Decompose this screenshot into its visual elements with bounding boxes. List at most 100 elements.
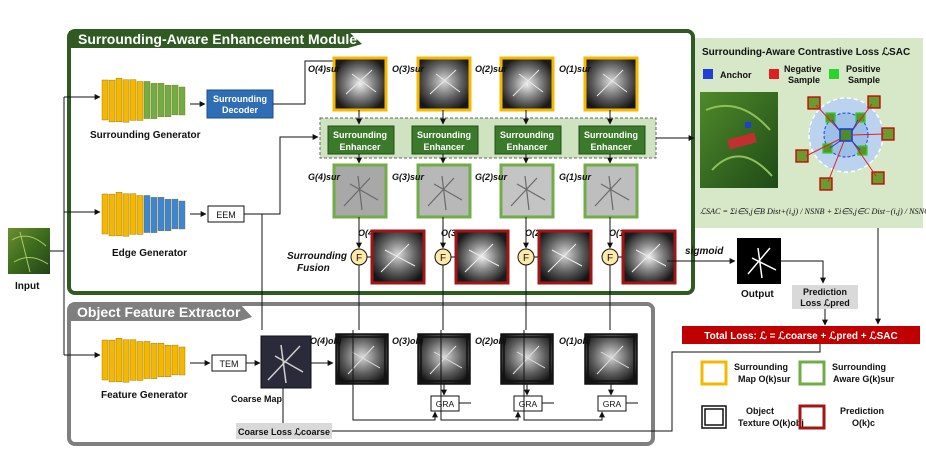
surrounding-enhancement-module: Surrounding-Aware Enhancement Module — [67, 29, 695, 295]
gra-block: GRA — [513, 395, 543, 412]
generator-layer — [108, 339, 116, 383]
o-sur-label: O(4)sur — [308, 64, 341, 74]
gra-block: GRA — [597, 395, 627, 412]
o-obj-label: O(1)obj — [559, 336, 591, 346]
generator-layer — [143, 341, 151, 379]
generator-layer — [157, 83, 165, 117]
svg-text:Surrounding: Surrounding — [417, 130, 471, 140]
output-image: Output — [737, 238, 781, 300]
svg-text:F: F — [356, 253, 362, 264]
o-c-label: O(2)c — [525, 228, 548, 238]
o-obj-label: O(3)obj — [392, 336, 424, 346]
svg-text:Coarse Map: Coarse Map — [231, 394, 283, 404]
svg-text:Negative: Negative — [784, 64, 822, 74]
o-c-label: O(4)c — [358, 228, 381, 238]
svg-text:Enhancer: Enhancer — [506, 142, 548, 152]
svg-text:Coarse Loss ℒcoarse: Coarse Loss ℒcoarse — [238, 427, 330, 437]
legend: Surrounding Map O(k)sur Surrounding Awar… — [700, 360, 895, 430]
svg-text:Surrounding: Surrounding — [734, 362, 788, 372]
g-sur-label: G(1)sur — [559, 172, 592, 182]
surrounding-map — [416, 56, 472, 112]
g-sur-label: G(2)sur — [475, 172, 508, 182]
generator-layer — [150, 83, 158, 119]
generator-layer — [164, 198, 172, 232]
surrounding-aware-feature — [332, 163, 388, 219]
fusion-node: F — [517, 248, 535, 266]
svg-text:Anchor: Anchor — [720, 70, 752, 80]
svg-text:EEM: EEM — [216, 210, 236, 220]
svg-text:Surrounding: Surrounding — [584, 130, 638, 140]
o-sur-label: O(2)sur — [475, 64, 508, 74]
surrounding-map — [332, 56, 388, 112]
svg-text:Total Loss: ℒ = ℒcoarse + ℒpre: Total Loss: ℒ = ℒcoarse + ℒpred + ℒSAC — [704, 331, 897, 342]
fusion-node: F — [601, 248, 619, 266]
generator-layer — [164, 84, 172, 118]
svg-text:Prediction: Prediction — [840, 406, 884, 416]
generator-layer — [150, 343, 158, 379]
svg-text:Aware G(k)sur: Aware G(k)sur — [833, 374, 895, 384]
object-texture-map — [500, 333, 554, 385]
input-image: Input — [8, 228, 50, 292]
svg-text:Texture O(k)obj: Texture O(k)obj — [738, 418, 804, 428]
generator-layer — [150, 197, 158, 233]
generator-layer — [122, 79, 130, 123]
g-sur-label: G(3)sur — [392, 172, 425, 182]
svg-text:F: F — [440, 253, 446, 264]
svg-text:Surrounding: Surrounding — [213, 94, 267, 104]
object-texture-map — [335, 333, 389, 385]
svg-text:F: F — [523, 253, 529, 264]
generator-layer — [101, 339, 109, 381]
svg-text:Surrounding: Surrounding — [333, 130, 387, 140]
stage-columns: O(4)surSurroundingEnhancerG(4)surO(4)cFO… — [308, 56, 677, 421]
surrounding-map — [583, 56, 639, 112]
sac-formula: ℒSAC = Σi∈S,j∈B Dist+(i,j) / NSNB + Σi∈S… — [700, 207, 926, 216]
generator-layer — [178, 86, 186, 116]
ofe-title: Object Feature Extractor — [77, 304, 241, 320]
surrounding-decoder: Surrounding Decoder — [206, 89, 274, 119]
generator-layer — [101, 79, 109, 121]
generator-layer — [122, 339, 130, 383]
generator-layer — [122, 193, 130, 237]
sem-title: Surrounding-Aware Enhancement Module — [78, 31, 357, 47]
svg-text:GRA: GRA — [519, 399, 538, 409]
object-texture-map — [584, 333, 638, 385]
total-loss: Total Loss: ℒ = ℒcoarse + ℒpred + ℒSAC — [682, 326, 920, 344]
generator-layer — [171, 198, 179, 230]
generator-layer — [171, 344, 179, 376]
sac-loss-panel: Surrounding-Aware Contrastive Loss ℒSAC … — [695, 38, 926, 228]
svg-text:Surrounding: Surrounding — [832, 362, 886, 372]
surrounding-fusion-label: Surrounding — [287, 251, 347, 262]
generator-layer — [157, 197, 165, 231]
surrounding-aware-feature — [499, 163, 555, 219]
o-c-label: O(3)c — [441, 228, 464, 238]
g-sur-label: G(4)sur — [308, 172, 341, 182]
object-texture-map — [417, 333, 471, 385]
svg-text:Enhancer: Enhancer — [339, 142, 381, 152]
object-feature-extractor: Object Feature Extractor — [67, 302, 655, 446]
generator-layer — [129, 193, 137, 235]
svg-text:Prediction: Prediction — [803, 287, 847, 297]
o-c-label: O(1)c — [609, 228, 632, 238]
generator-layer — [115, 337, 123, 383]
o-sur-label: O(1)sur — [559, 64, 592, 74]
generator-layer — [136, 195, 144, 235]
o-obj-label: O(2)obj — [475, 336, 507, 346]
svg-text:O(k)c: O(k)c — [852, 418, 875, 428]
svg-text:Decoder: Decoder — [222, 105, 259, 115]
sigmoid-label: sigmoid — [685, 246, 724, 257]
svg-text:Sample: Sample — [848, 75, 880, 85]
generator-layer — [129, 339, 137, 381]
generator-layer — [101, 193, 109, 235]
o-sur-label: O(3)sur — [392, 64, 425, 74]
coarse-map: Coarse Map — [231, 335, 312, 404]
prediction-map — [454, 229, 510, 285]
generator-layer — [178, 346, 186, 376]
generator-layer — [136, 341, 144, 381]
svg-text:Enhancer: Enhancer — [590, 142, 632, 152]
generator-layer — [178, 200, 186, 230]
coarse-loss: Coarse Loss ℒcoarse — [236, 423, 332, 439]
